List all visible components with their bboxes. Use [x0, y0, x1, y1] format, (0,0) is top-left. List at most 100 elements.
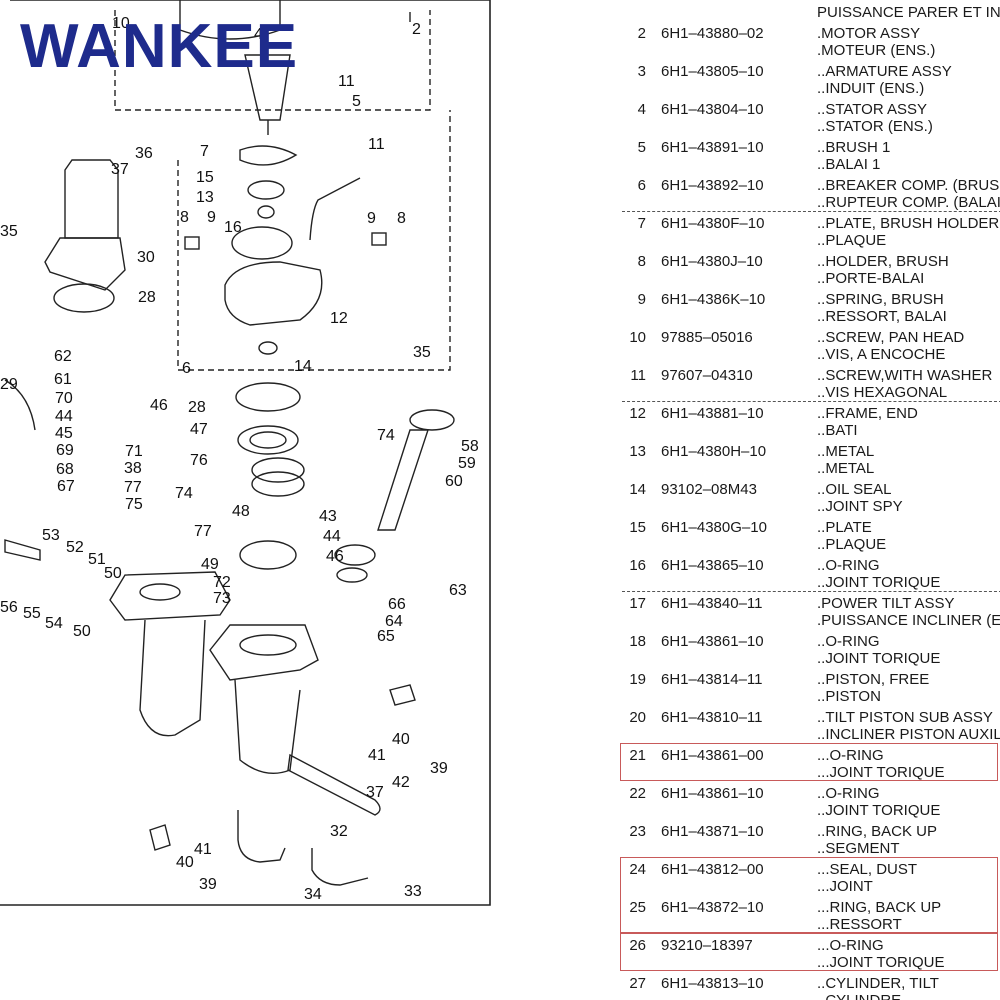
callout-number: 43 [319, 508, 337, 525]
callout-number: 47 [190, 421, 208, 438]
callout-number: 41 [368, 747, 386, 764]
callout-number: 53 [42, 527, 60, 544]
callout-number: 6 [182, 360, 191, 377]
callout-number: 40 [392, 731, 410, 748]
part-number: 93102–08M43 [661, 481, 757, 498]
description-fr: ...RESSORT [817, 916, 902, 933]
parts-list-header: PUISSANCE PARER ET IN [817, 4, 1000, 21]
callout-number: 5 [352, 93, 361, 110]
part-number: 6H1–4380H–10 [661, 443, 767, 460]
description-fr: ..SEGMENT [817, 840, 900, 857]
callout-number: 29 [0, 376, 18, 393]
callout-number: 59 [458, 455, 476, 472]
part-number: 6H1–43840–11 [661, 595, 763, 612]
description-en: ..BRUSH 1 [817, 139, 891, 156]
description-en: .POWER TILT ASSY [817, 595, 955, 612]
description-en: ..PISTON, FREE [817, 671, 930, 688]
description-en: ...SEAL, DUST [817, 861, 918, 878]
group-separator [622, 401, 1000, 402]
highlight-box [620, 743, 998, 781]
part-number: 97607–04310 [661, 367, 753, 384]
highlight-box [620, 933, 998, 971]
callout-number: 39 [430, 760, 448, 777]
description-fr: .MOTEUR (ENS.) [817, 42, 936, 59]
callout-number: 51 [88, 551, 106, 568]
callout-number: 8 [397, 210, 406, 227]
ref-number: 21 [629, 747, 646, 764]
ref-number: 12 [629, 405, 646, 422]
ref-number: 15 [629, 519, 646, 536]
description-en: ..CYLINDER, TILT [817, 975, 939, 992]
description-en: ..O-RING [817, 633, 880, 650]
callout-number: 48 [232, 503, 250, 520]
callout-number: 49 [201, 556, 219, 573]
callout-number: 73 [213, 590, 231, 607]
ref-number: 24 [629, 861, 646, 878]
description-en: ..PLATE, BRUSH HOLDER [817, 215, 1000, 232]
part-number: 6H1–43812–00 [661, 861, 764, 878]
description-fr: ..JOINT SPY [817, 498, 903, 515]
description-fr: ..CYLINDRE [817, 992, 901, 1000]
ref-number: 27 [629, 975, 646, 992]
callout-number: 9 [367, 210, 376, 227]
description-en: ..STATOR ASSY [817, 101, 928, 118]
callout-number: 35 [413, 344, 431, 361]
callout-number: 55 [23, 605, 41, 622]
ref-number: 4 [637, 101, 646, 118]
description-en: ..ARMATURE ASSY [817, 63, 952, 80]
callout-number: 39 [199, 876, 217, 893]
callout-number: 11 [368, 136, 385, 153]
ref-number: 6 [637, 177, 646, 194]
part-number: 6H1–43861–10 [661, 785, 764, 802]
description-fr: .PUISSANCE INCLINER (E [817, 612, 1000, 629]
callout-number: 77 [124, 479, 142, 496]
part-number: 6H1–43861–00 [661, 747, 764, 764]
description-en: ..HOLDER, BRUSH [817, 253, 949, 270]
description-fr: ...JOINT TORIQUE [817, 764, 945, 781]
description-en: ..METAL [817, 443, 875, 460]
callout-number: 52 [66, 539, 84, 556]
callout-number: 37 [111, 161, 129, 178]
callout-number: 32 [330, 823, 348, 840]
description-fr: ..RESSORT, BALAI [817, 308, 947, 325]
callout-number: 9 [207, 209, 216, 226]
ref-number: 26 [629, 937, 646, 954]
callout-number: 60 [445, 473, 463, 490]
part-number: 6H1–43872–10 [661, 899, 764, 916]
callout-number: 41 [194, 841, 212, 858]
callout-number: 37 [366, 784, 384, 801]
callout-number: 12 [330, 310, 348, 327]
callout-number: 61 [54, 371, 72, 388]
part-number: 6H1–4380F–10 [661, 215, 765, 232]
part-number: 97885–05016 [661, 329, 753, 346]
callout-number: 75 [125, 496, 143, 513]
callout-number: 2 [412, 21, 421, 38]
part-number: 6H1–43861–10 [661, 633, 764, 650]
part-number: 6H1–43813–10 [661, 975, 764, 992]
callout-number: 35 [0, 223, 18, 240]
part-number: 6H1–43805–10 [661, 63, 764, 80]
ref-number: 8 [637, 253, 646, 270]
callout-number: 7 [200, 143, 209, 160]
callout-number: 40 [176, 854, 194, 871]
callout-number: 67 [57, 478, 75, 495]
ref-number: 7 [637, 215, 646, 232]
callout-number: 4 [254, 26, 263, 43]
parts-row: 27 6H1–43813–10 ..CYLINDER, TILT..CYLINDRE [600, 972, 1000, 1000]
group-separator [622, 211, 1000, 212]
callout-number: 69 [56, 442, 74, 459]
